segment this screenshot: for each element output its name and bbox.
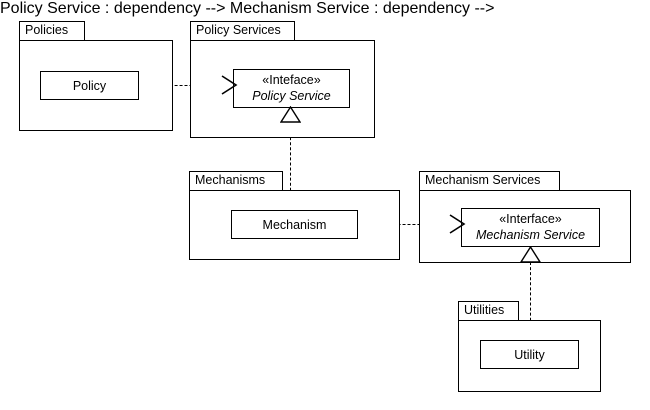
interface-policy-service-stereotype: «Inteface» bbox=[262, 73, 321, 87]
dependency-policy-to-policy-service bbox=[140, 85, 232, 86]
class-policy[interactable]: Policy bbox=[40, 71, 139, 100]
realization-utility-to-mechanism-service bbox=[530, 262, 531, 341]
interface-policy-service[interactable]: «Inteface» Policy Service bbox=[233, 69, 350, 108]
interface-mechanism-service[interactable]: «Interface» Mechanism Service bbox=[461, 208, 600, 247]
realization-triangle-policy-service bbox=[279, 105, 302, 123]
class-mechanism[interactable]: Mechanism bbox=[231, 210, 358, 239]
interface-policy-service-name: Policy Service bbox=[252, 89, 331, 103]
class-policy-name: Policy bbox=[72, 78, 107, 93]
interface-mechanism-service-stereotype: «Interface» bbox=[499, 212, 562, 226]
class-mechanism-name: Mechanism bbox=[262, 217, 327, 232]
class-utility[interactable]: Utility bbox=[480, 340, 579, 369]
package-policies-tab-label: Policies bbox=[19, 21, 85, 40]
package-mechanisms-tab-label: Mechanisms bbox=[189, 171, 283, 190]
realization-triangle-mechanism-service bbox=[519, 245, 542, 263]
realization-mechanism-to-policy-service bbox=[290, 122, 291, 211]
package-utilities-tab-label: Utilities bbox=[458, 301, 519, 320]
package-policy-services-tab-label: Policy Services bbox=[190, 21, 295, 40]
interface-mechanism-service-name: Mechanism Service bbox=[475, 228, 586, 242]
dependency-arrowhead-mechanism-service bbox=[447, 212, 467, 236]
package-mechanism-services-tab-label: Mechanism Services bbox=[419, 171, 560, 190]
dependency-arrowhead-policy-service bbox=[219, 73, 239, 97]
class-utility-name: Utility bbox=[514, 347, 545, 362]
dependency-mechanism-to-mechanism-service bbox=[358, 224, 460, 225]
